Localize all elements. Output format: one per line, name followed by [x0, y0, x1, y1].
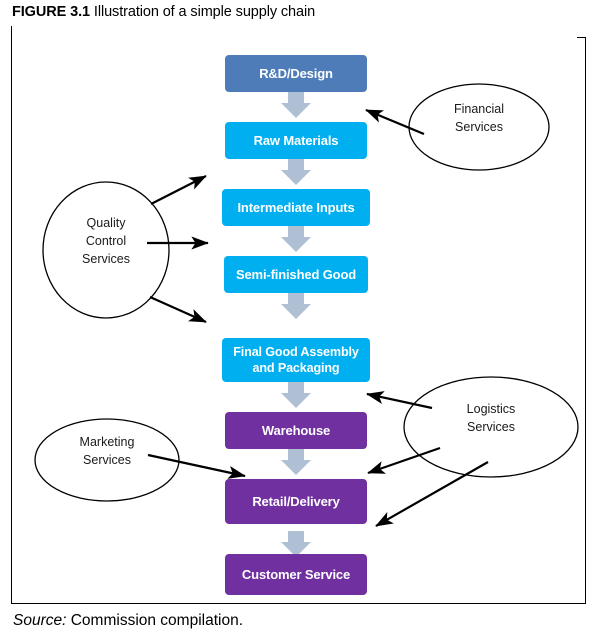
frame-left-edge	[11, 26, 12, 604]
marketing-services-ellipse	[34, 418, 180, 502]
logistics-services-label-line1: Logistics	[466, 402, 516, 416]
marketing-services-label: Marketing Services	[57, 433, 157, 469]
marketing-services-label-line1: Marketing	[79, 435, 135, 449]
node-semi-finished-good-label: Semi-finished Good	[235, 266, 357, 282]
quality-control-services-label-line1: Quality	[86, 216, 126, 230]
node-warehouse[interactable]: Warehouse	[225, 412, 367, 449]
flow-arrow-2	[281, 159, 311, 185]
flow-arrow-5	[281, 382, 311, 408]
flow-arrows-group	[281, 92, 311, 557]
flow-arrow-6	[281, 449, 311, 475]
arrow-logistics-to-retail	[367, 446, 441, 475]
source-note: Source: Commission compilation.	[13, 612, 243, 630]
arrow-logistics-to-warehouse	[366, 391, 433, 410]
node-retail-delivery-label: Retail/Delivery	[252, 493, 340, 509]
financial-services-label: Financial Services	[429, 100, 529, 136]
node-final-good-assembly-label-line2: and Packaging	[252, 361, 340, 375]
quality-control-services-ellipse	[42, 181, 170, 319]
logistics-services-label: Logistics Services	[441, 400, 541, 436]
figure-title: Illustration of a simple supply chain	[93, 4, 316, 20]
figure-frame	[11, 26, 586, 604]
financial-services-label-line2: Services	[455, 120, 503, 134]
node-customer-service[interactable]: Customer Service	[225, 554, 367, 595]
node-warehouse-label: Warehouse	[261, 422, 331, 438]
flow-arrow-3	[281, 226, 311, 252]
arrow-logistics-to-customer-service	[375, 461, 489, 527]
frame-right-edge	[585, 37, 586, 604]
flow-arrow-7	[281, 531, 311, 557]
figure-caption: FIGURE 3.1 Illustration of a simple supp…	[12, 4, 315, 20]
arrow-quality-to-final-assembly	[149, 295, 207, 324]
frame-top-right-tick	[577, 37, 586, 38]
node-final-good-assembly[interactable]: Final Good Assembly and Packaging	[222, 338, 370, 382]
quality-control-services-label: Quality Control Services	[56, 214, 156, 268]
logistics-services-ellipse	[403, 376, 579, 478]
logistics-services-label-line2: Services	[467, 420, 515, 434]
node-rd-design[interactable]: R&D/Design	[225, 55, 367, 92]
node-rd-design-label: R&D/Design	[259, 65, 333, 81]
node-semi-finished-good[interactable]: Semi-finished Good	[224, 256, 368, 293]
arrow-financial-to-raw-materials	[365, 108, 425, 136]
arrow-quality-to-intermediate	[150, 175, 207, 205]
arrow-marketing-to-retail	[147, 453, 246, 479]
node-retail-delivery[interactable]: Retail/Delivery	[225, 479, 367, 524]
quality-control-services-label-line3: Services	[82, 252, 130, 266]
flow-arrow-1	[281, 92, 311, 118]
source-text: Commission compilation.	[70, 612, 244, 629]
node-intermediate-inputs-label: Intermediate Inputs	[237, 199, 355, 215]
node-raw-materials[interactable]: Raw Materials	[225, 122, 367, 159]
marketing-services-label-line2: Services	[83, 453, 131, 467]
flow-arrow-4	[281, 293, 311, 319]
frame-bottom-edge	[11, 603, 586, 604]
source-label: Source:	[13, 612, 67, 629]
node-intermediate-inputs[interactable]: Intermediate Inputs	[222, 189, 370, 226]
node-raw-materials-label: Raw Materials	[253, 132, 339, 148]
node-customer-service-label: Customer Service	[241, 566, 351, 582]
node-final-good-assembly-label-line1: Final Good Assembly	[233, 345, 359, 359]
figure-number: FIGURE 3.1	[12, 4, 90, 20]
financial-services-label-line1: Financial	[453, 102, 505, 116]
quality-control-services-label-line2: Control	[85, 234, 127, 248]
